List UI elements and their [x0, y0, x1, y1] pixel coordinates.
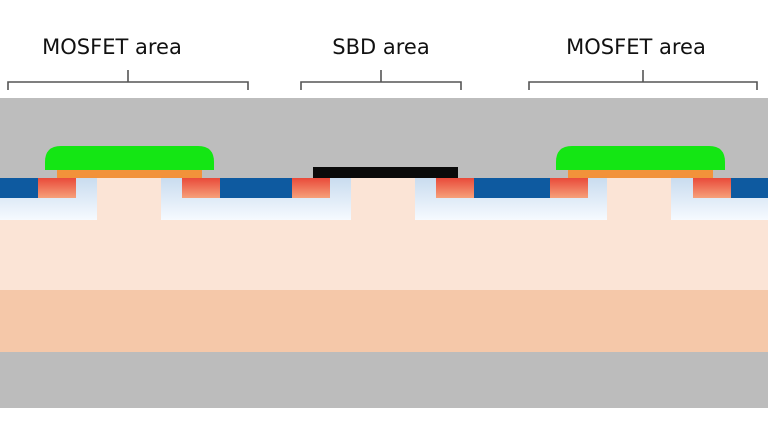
sbd-area-label: SBD area: [332, 35, 429, 59]
p-plus-region-1: [38, 178, 76, 198]
p-plus-region-6: [693, 178, 731, 198]
mosfet-area-left-label: MOSFET area: [42, 35, 182, 59]
mosfet-area-right-bracket: [528, 70, 758, 90]
p-plus-region-4: [436, 178, 474, 198]
gate-electrode-left: [45, 146, 214, 170]
mosfet-area-left-bracket: [7, 70, 249, 90]
p-plus-region-3: [292, 178, 330, 198]
gate-oxide-left: [57, 170, 202, 178]
drain-metal-layer: [0, 352, 768, 408]
sbd-area-bracket: [300, 70, 462, 90]
gate-electrode-right: [556, 146, 725, 170]
gate-oxide-right: [568, 170, 713, 178]
drift-layer: [0, 178, 768, 290]
n-plus-region-3: [474, 178, 550, 198]
n-plus-region-2: [220, 178, 292, 198]
p-plus-region-2: [182, 178, 220, 198]
n-plus-region-4: [731, 178, 768, 198]
n-plus-region-1: [0, 178, 38, 198]
substrate-layer: [0, 290, 768, 352]
schottky-metal: [313, 167, 458, 178]
mosfet-area-right-label: MOSFET area: [566, 35, 706, 59]
p-plus-region-5: [550, 178, 588, 198]
